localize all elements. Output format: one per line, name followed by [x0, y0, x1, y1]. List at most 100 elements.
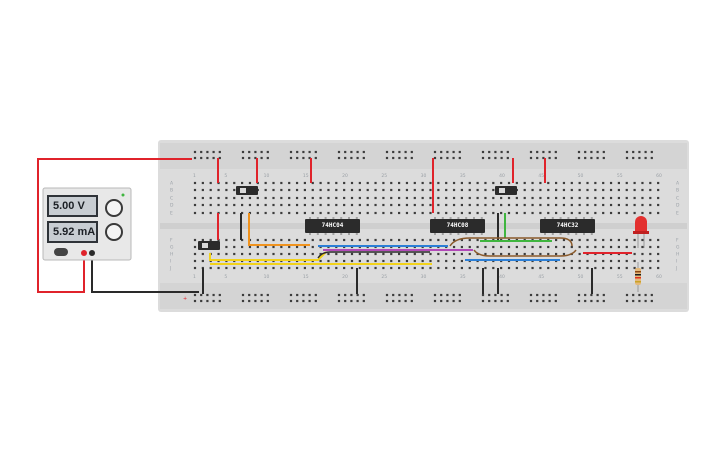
led-red[interactable]	[633, 216, 649, 248]
breadboard-hole[interactable]	[555, 252, 558, 256]
breadboard-hole[interactable]	[343, 188, 346, 192]
breadboard-hole[interactable]	[264, 266, 267, 270]
breadboard-hole[interactable]	[314, 299, 317, 303]
breadboard-hole[interactable]	[625, 156, 629, 160]
breadboard-hole[interactable]	[421, 259, 424, 263]
breadboard-hole[interactable]	[657, 203, 660, 207]
breadboard-hole[interactable]	[641, 196, 644, 200]
breadboard-hole[interactable]	[405, 238, 409, 242]
breadboard-hole[interactable]	[212, 150, 215, 154]
breadboard-hole[interactable]	[531, 188, 534, 192]
breadboard-hole[interactable]	[586, 259, 589, 263]
breadboard-hole[interactable]	[288, 211, 291, 215]
breadboard-hole[interactable]	[280, 211, 283, 215]
breadboard-hole[interactable]	[429, 188, 432, 192]
breadboard-hole[interactable]	[657, 259, 660, 263]
breadboard-hole[interactable]	[625, 150, 629, 154]
breadboard-hole[interactable]	[398, 150, 401, 154]
breadboard-hole[interactable]	[468, 252, 471, 256]
breadboard-hole[interactable]	[476, 211, 479, 215]
breadboard-hole[interactable]	[468, 181, 471, 185]
breadboard-hole[interactable]	[398, 196, 401, 200]
breadboard-hole[interactable]	[641, 188, 644, 192]
breadboard-hole[interactable]	[327, 259, 330, 263]
breadboard-hole[interactable]	[314, 150, 317, 154]
breadboard-hole[interactable]	[437, 181, 440, 185]
breadboard-hole[interactable]	[609, 188, 613, 192]
breadboard-hole[interactable]	[649, 203, 652, 207]
breadboard-hole[interactable]	[350, 156, 353, 160]
breadboard-hole[interactable]	[657, 188, 660, 192]
breadboard-hole[interactable]	[531, 196, 534, 200]
breadboard-hole[interactable]	[547, 196, 550, 200]
breadboard-hole[interactable]	[327, 203, 330, 207]
breadboard-hole[interactable]	[594, 245, 597, 249]
breadboard-hole[interactable]	[421, 188, 424, 192]
breadboard-hole[interactable]	[398, 293, 401, 297]
breadboard-hole[interactable]	[446, 150, 449, 154]
breadboard-hole[interactable]	[280, 188, 283, 192]
breadboard-hole[interactable]	[374, 203, 377, 207]
breadboard-hole[interactable]	[440, 156, 443, 160]
breadboard-hole[interactable]	[350, 203, 354, 207]
breadboard-hole[interactable]	[657, 238, 660, 242]
breadboard-hole[interactable]	[200, 293, 203, 297]
breadboard-hole[interactable]	[248, 181, 252, 185]
breadboard-hole[interactable]	[536, 150, 539, 154]
breadboard-hole[interactable]	[319, 188, 322, 192]
power-switch[interactable]	[54, 248, 68, 256]
breadboard-hole[interactable]	[468, 266, 471, 270]
breadboard-hole[interactable]	[366, 259, 369, 263]
breadboard-hole[interactable]	[233, 181, 236, 185]
breadboard-hole[interactable]	[303, 196, 306, 200]
slide-switch-1[interactable]	[236, 186, 258, 195]
chip-74hc04[interactable]	[305, 217, 360, 235]
breadboard-hole[interactable]	[200, 150, 203, 154]
breadboard-hole[interactable]	[344, 299, 347, 303]
breadboard-hole[interactable]	[531, 245, 534, 249]
breadboard-hole[interactable]	[429, 181, 432, 185]
breadboard-hole[interactable]	[570, 259, 573, 263]
breadboard-hole[interactable]	[596, 299, 599, 303]
breadboard-hole[interactable]	[303, 238, 306, 242]
breadboard-hole[interactable]	[311, 238, 314, 242]
breadboard-hole[interactable]	[272, 203, 275, 207]
breadboard-hole[interactable]	[542, 299, 545, 303]
breadboard-hole[interactable]	[303, 203, 306, 207]
breadboard-hole[interactable]	[458, 299, 461, 303]
breadboard-hole[interactable]	[303, 266, 306, 270]
breadboard-hole[interactable]	[562, 196, 566, 200]
breadboard-hole[interactable]	[523, 252, 526, 256]
breadboard-hole[interactable]	[542, 293, 545, 297]
breadboard-hole[interactable]	[382, 196, 385, 200]
breadboard-hole[interactable]	[584, 156, 587, 160]
breadboard-hole[interactable]	[405, 259, 409, 263]
breadboard-hole[interactable]	[617, 211, 620, 215]
breadboard-hole[interactable]	[429, 266, 432, 270]
breadboard-hole[interactable]	[554, 150, 557, 154]
breadboard-hole[interactable]	[452, 211, 456, 215]
breadboard-hole[interactable]	[633, 266, 636, 270]
breadboard-hole[interactable]	[437, 211, 440, 215]
breadboard-hole[interactable]	[548, 150, 551, 154]
breadboard-hole[interactable]	[248, 252, 252, 256]
breadboard-hole[interactable]	[256, 211, 259, 215]
breadboard-hole[interactable]	[289, 150, 293, 154]
breadboard-hole[interactable]	[578, 266, 581, 270]
breadboard-hole[interactable]	[596, 150, 599, 154]
breadboard-hole[interactable]	[445, 203, 448, 207]
breadboard-hole[interactable]	[241, 245, 244, 249]
breadboard-hole[interactable]	[570, 245, 573, 249]
breadboard-hole[interactable]	[590, 293, 593, 297]
breadboard-hole[interactable]	[633, 259, 636, 263]
breadboard-hole[interactable]	[460, 245, 463, 249]
breadboard-hole[interactable]	[468, 211, 471, 215]
breadboard-hole[interactable]	[577, 293, 581, 297]
breadboard-hole[interactable]	[272, 252, 275, 256]
breadboard-hole[interactable]	[288, 238, 291, 242]
breadboard-hole[interactable]	[650, 156, 653, 160]
breadboard-hole[interactable]	[193, 181, 197, 185]
breadboard-hole[interactable]	[233, 196, 236, 200]
breadboard-hole[interactable]	[319, 266, 322, 270]
breadboard-hole[interactable]	[452, 181, 456, 185]
